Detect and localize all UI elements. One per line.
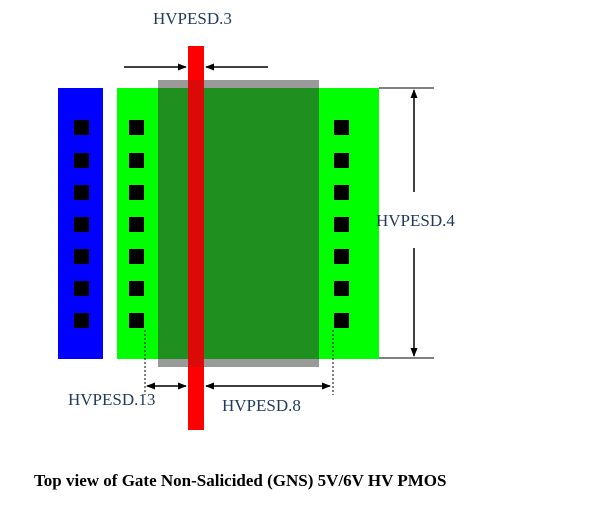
contact [129,249,144,264]
label-hvpesd3: HVPESD.3 [153,9,232,28]
contact [129,313,144,328]
contact [74,120,89,135]
contact [129,185,144,200]
contact [74,217,89,232]
contact [334,185,349,200]
contact [334,313,349,328]
contact [129,281,144,296]
contact [74,313,89,328]
contact [74,153,89,168]
body-tap-contacts [74,120,89,328]
contact [74,249,89,264]
gns-region [158,88,319,359]
contact [74,281,89,296]
contact [129,120,144,135]
left-active-contacts [129,120,144,328]
contact [129,217,144,232]
diagram-caption: Top view of Gate Non-Salicided (GNS) 5V/… [34,471,446,490]
label-hvpesd8: HVPESD.8 [222,396,301,415]
contact [334,217,349,232]
contact [129,153,144,168]
contact [334,153,349,168]
contact [74,185,89,200]
right-active-contacts [334,120,349,328]
contact [334,281,349,296]
contact [334,249,349,264]
contact [334,120,349,135]
gate-over-gns [188,80,204,367]
label-hvpesd4: HVPESD.4 [376,211,455,230]
label-hvpesd13: HVPESD.13 [68,390,155,409]
